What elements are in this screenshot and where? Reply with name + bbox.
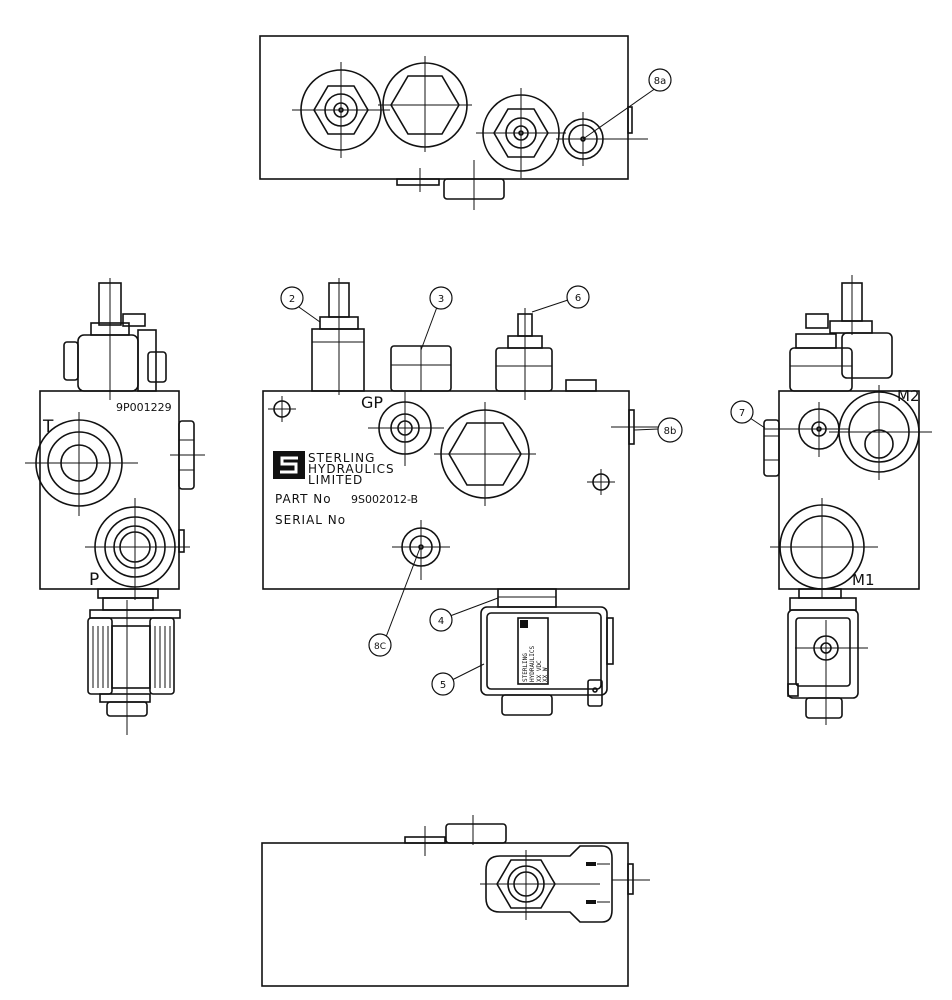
part-number: 9S002012-B xyxy=(351,493,418,506)
port-p xyxy=(85,498,190,600)
port-t xyxy=(25,412,138,516)
callout-2: 2 xyxy=(289,294,295,305)
coil-label-line2: HYDRAULICS xyxy=(529,645,536,682)
right-view: M2 M1 xyxy=(763,275,932,725)
front-mounting-hole-1 xyxy=(268,396,296,422)
left-view-code: 9P001229 xyxy=(116,401,172,414)
callout-3-balloon xyxy=(429,286,453,310)
top-middle-plug xyxy=(378,56,472,152)
callout-8c: 8C xyxy=(374,642,386,652)
callout-5: 5 xyxy=(440,680,446,691)
callout-5-balloon xyxy=(431,672,455,696)
top-right-cartridge xyxy=(476,88,566,178)
right-solenoid xyxy=(787,588,868,725)
callout-4: 4 xyxy=(438,616,444,627)
port-8c xyxy=(392,520,450,580)
port-gp-label: GP xyxy=(361,393,383,412)
port-m1-label: M1 xyxy=(852,571,875,589)
cartridge-6 xyxy=(495,308,553,400)
front-center-plug xyxy=(434,402,536,506)
callout-7: 7 xyxy=(739,408,745,419)
front-mounting-hole-2 xyxy=(587,469,615,495)
top-view-bottom-boss xyxy=(396,178,440,186)
top-left-cartridge xyxy=(292,62,390,158)
callout-7-balloon xyxy=(730,400,754,424)
top-view-side-boss xyxy=(627,106,633,134)
port-t-label: T xyxy=(42,417,54,437)
left-view-body xyxy=(39,390,180,590)
coil-label-line4: XX W xyxy=(542,667,549,682)
port-gp xyxy=(368,392,444,466)
left-solenoid xyxy=(87,588,181,735)
front-view-body xyxy=(262,390,630,590)
brand-line3: LIMITED xyxy=(308,473,363,487)
bottom-view xyxy=(261,815,650,987)
cartridge-3 xyxy=(390,345,452,392)
sterling-logo xyxy=(273,451,305,479)
front-view: GP STERLING HYDRAULICS LIMITED PART No 9… xyxy=(262,278,660,716)
top-view xyxy=(259,35,657,210)
callout-3: 3 xyxy=(438,294,444,305)
callout-6-balloon xyxy=(566,285,590,309)
callouts: 8a 2 3 6 8b 7 8C 4 5 xyxy=(280,68,766,696)
cartridge-2 xyxy=(311,278,365,395)
callout-8a-balloon xyxy=(648,68,672,92)
brand-line1: STERLING xyxy=(308,451,375,465)
right-small-port xyxy=(764,402,850,457)
callout-8a: 8a xyxy=(654,76,667,87)
brand-line2: HYDRAULICS xyxy=(308,462,395,476)
callout-2-balloon xyxy=(280,286,304,310)
callout-8b-balloon xyxy=(657,417,683,443)
coil-label-line1: STERLING xyxy=(522,653,529,682)
port-p-label: P xyxy=(89,570,99,590)
port-m2 xyxy=(829,385,932,480)
part-label: PART No xyxy=(275,492,332,506)
left-view: 9P001229 T P xyxy=(25,278,205,735)
top-small-port xyxy=(556,112,648,166)
callout-8c-balloon xyxy=(368,633,392,657)
callout-6: 6 xyxy=(575,293,581,304)
front-solenoid: STERLING HYDRAULICS XX VDC XX W xyxy=(480,588,614,716)
bottom-solenoid xyxy=(480,845,613,923)
callout-4-balloon xyxy=(429,608,453,632)
serial-label: SERIAL No xyxy=(275,513,346,527)
coil-label-line3: XX VDC xyxy=(536,660,543,682)
callout-8b: 8b xyxy=(664,426,677,437)
port-m2-label: M2 xyxy=(897,387,920,405)
